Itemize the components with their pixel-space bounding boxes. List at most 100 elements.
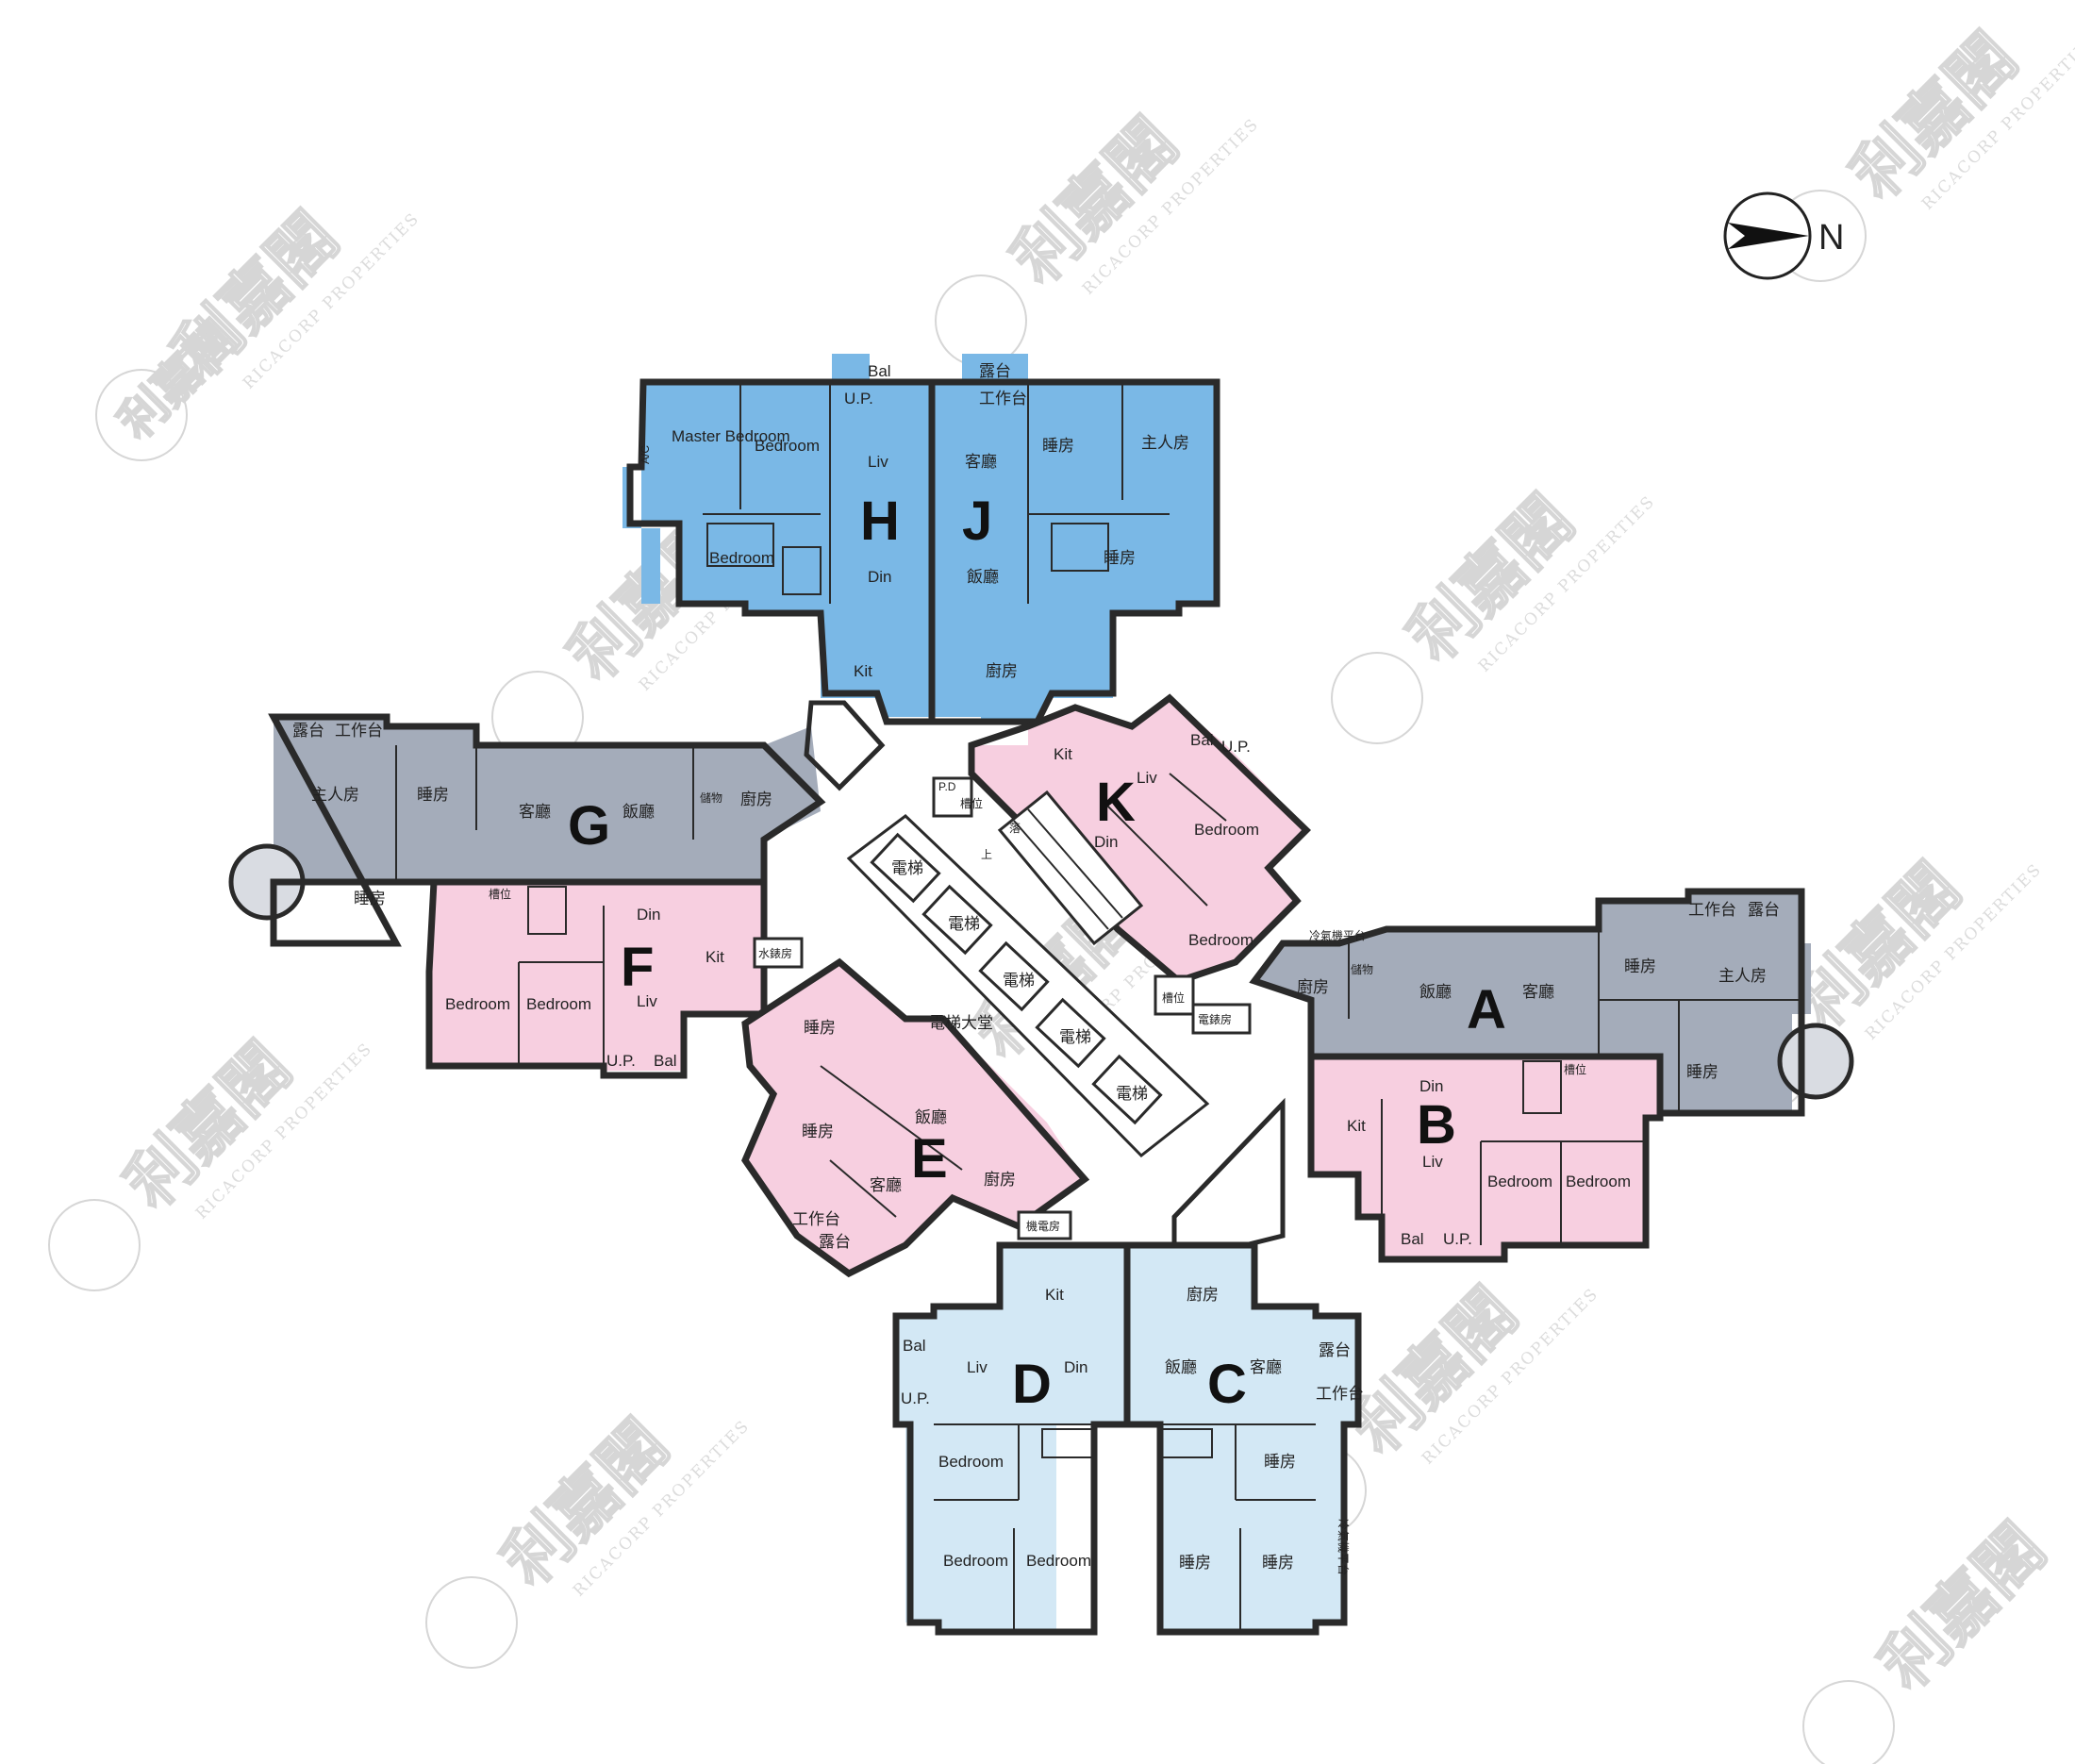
room-label: 飯廳 <box>967 568 999 586</box>
unit-h-letter: H <box>860 491 900 552</box>
room-label: Din <box>1419 1077 1444 1095</box>
room-label: Kit <box>1054 745 1072 763</box>
lift-label: 電梯 <box>1003 972 1035 990</box>
room-label: 工作台 <box>1688 901 1736 919</box>
room-label: 露台 <box>1319 1341 1351 1359</box>
svg-text:利嘉閣: 利嘉閣 <box>1865 1508 2060 1704</box>
machine-room-label: 機電房 <box>1026 1219 1060 1233</box>
room-label: 冷氣機平台 <box>1309 928 1366 942</box>
unit-j[interactable]: 客廳 睡房 主人房 飯廳 睡房 廚房 露台 工作台 J <box>928 354 1220 725</box>
unit-g[interactable]: 主人房 睡房 客廳 飯廳 廚房 睡房 露台 工作台 儲物 G <box>228 713 826 947</box>
elec-meter-room <box>1191 1003 1252 1035</box>
room-label: 睡房 <box>1179 1554 1211 1572</box>
room-label: Bal <box>903 1337 926 1355</box>
room-label: 客廳 <box>1522 983 1554 1001</box>
unit-b[interactable]: Din Liv Kit Bedroom Bedroom Bal U.P. 槽位 … <box>1307 1053 1664 1263</box>
room-label: 廚房 <box>984 1170 1016 1189</box>
room-label: U.P. <box>1443 1230 1472 1248</box>
room-label: 槽位 <box>1564 1062 1586 1076</box>
room-label: Kit <box>1347 1117 1366 1135</box>
room-label: 客廳 <box>519 803 551 821</box>
room-label: U.P. <box>1221 738 1251 756</box>
lift-lobby-label: 電梯大堂 <box>929 1014 993 1032</box>
room-label: 睡房 <box>1104 549 1136 567</box>
room-label: 廚房 <box>1187 1285 1219 1304</box>
ac-label: A/C <box>639 445 652 464</box>
room-label: Kit <box>706 948 724 966</box>
elec-meter-label: 電錶房 <box>1198 1012 1232 1026</box>
room-label: Bal <box>654 1052 677 1070</box>
unit-f[interactable]: Din Liv Kit Bedroom Bedroom U.P. Bal 槽位 … <box>425 878 768 1079</box>
room-label: 冷氣機平台 <box>1336 1519 1351 1575</box>
unit-c-letter: C <box>1207 1354 1247 1415</box>
watermark-logo: 利嘉閣 RICACORP PROPERTIES <box>1774 17 2075 282</box>
room-label: 廚房 <box>986 661 1018 680</box>
room-label: Bedroom <box>526 995 591 1013</box>
unit-a-letter: A <box>1467 979 1506 1040</box>
slot-label: 槽位 <box>1162 990 1185 1005</box>
unit-f-letter: F <box>621 937 654 998</box>
watermark-logo: 利嘉閣 RICACORP PROPERTIES <box>47 1026 376 1291</box>
room-label: Bal <box>1401 1230 1424 1248</box>
room-label: Bedroom <box>755 437 820 455</box>
room-label: 客廳 <box>965 453 997 471</box>
unit-b-letter: B <box>1417 1094 1456 1156</box>
room-label: 睡房 <box>1042 437 1074 455</box>
room-label: Liv <box>1422 1153 1443 1171</box>
room-label: 槽位 <box>489 887 511 901</box>
room-label: 廚房 <box>740 790 772 808</box>
room-label: Liv <box>967 1358 988 1376</box>
unit-d-letter: D <box>1012 1354 1052 1415</box>
lift-label: 電梯 <box>948 915 980 933</box>
unit-c[interactable]: 飯廳 客廳 廚房 睡房 睡房 睡房 露台 工作台 冷氣機平台 C <box>1123 1241 1364 1636</box>
room-label: Din <box>637 906 661 924</box>
room-label: 飯廳 <box>622 803 655 821</box>
room-label: 睡房 <box>802 1123 834 1140</box>
room-label: 主人房 <box>1141 434 1189 452</box>
unit-e[interactable]: 睡房 飯廳 睡房 客廳 廚房 工作台 露台 E <box>741 957 1090 1278</box>
room-label: U.P. <box>844 390 873 408</box>
unit-k-letter: K <box>1096 772 1136 833</box>
room-label: Bal <box>868 362 891 380</box>
room-label: Liv <box>868 453 888 471</box>
north-label: N <box>1818 218 1844 258</box>
room-label: 工作台 <box>335 722 383 740</box>
room-label: Din <box>1064 1358 1088 1376</box>
room-label: 客廳 <box>870 1176 902 1194</box>
room-label: 睡房 <box>417 786 449 804</box>
room-label: 睡房 <box>1262 1554 1294 1572</box>
watermark-logo: 利嘉閣 利嘉閣 RICACORP PROPERTIES <box>95 196 423 461</box>
room-label: 睡房 <box>1624 957 1656 975</box>
room-label: 工作台 <box>979 390 1027 408</box>
room-label: Din <box>868 568 892 586</box>
room-label: 睡房 <box>1686 1063 1718 1081</box>
room-label: Kit <box>854 662 872 680</box>
room-label: Din <box>1094 833 1119 851</box>
room-label: 工作台 <box>792 1210 840 1228</box>
unit-a[interactable]: 飯廳 客廳 睡房 主人房 睡房 廚房 儲物 工作台 露台 冷氣機平台 A <box>1249 888 1854 1117</box>
unit-d[interactable]: Liv Din Kit Bedroom Bedroom Bedroom Bal … <box>892 1241 1131 1636</box>
room-label: 飯廳 <box>1165 1358 1197 1376</box>
room-label: Master Bedroom <box>672 427 790 445</box>
room-label: Bedroom <box>1188 931 1253 949</box>
room-label: 睡房 <box>354 890 386 907</box>
compass: N <box>1723 191 1844 280</box>
room-label: 儲物 <box>700 791 722 805</box>
stair-up-label: 上 <box>981 848 992 861</box>
north-arrow-icon <box>1728 223 1809 249</box>
room-label: Bedroom <box>445 995 510 1013</box>
room-label: 客廳 <box>1250 1358 1282 1376</box>
unit-h[interactable]: Master Bedroom Bedroom Liv Din Bedroom K… <box>622 354 936 725</box>
room-label: 主人房 <box>1718 967 1767 985</box>
unit-j-letter: J <box>962 491 992 552</box>
watermark-logo: 利嘉閣 RICACORP PROPERTIES <box>1331 479 1659 744</box>
room-label: Bedroom <box>938 1453 1004 1471</box>
room-label: Liv <box>637 992 657 1010</box>
room-label: 廚房 <box>1297 977 1329 996</box>
lift-label: 電梯 <box>1116 1085 1148 1103</box>
room-label: 露台 <box>1748 901 1780 919</box>
slot-label: 槽位 <box>960 796 983 810</box>
room-label: 飯廳 <box>1419 983 1452 1001</box>
watermark-logo: 利嘉閣 RICACORP PROPERTIES <box>425 1404 754 1669</box>
